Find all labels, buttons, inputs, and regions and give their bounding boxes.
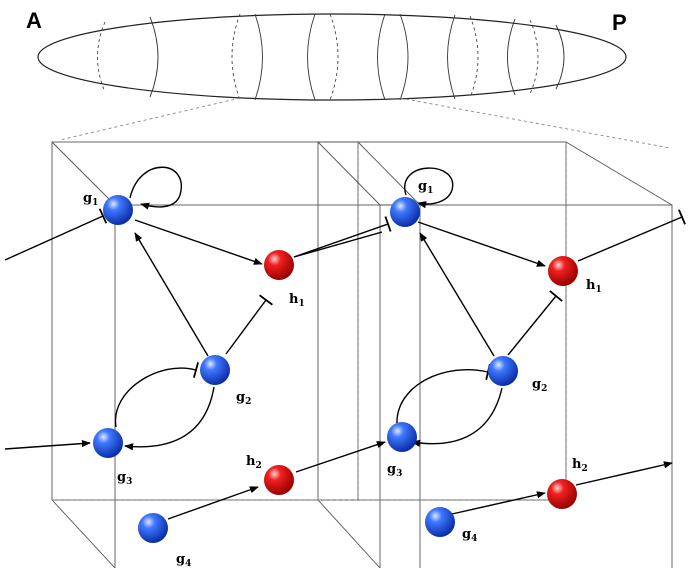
- cell-2-box: [317, 141, 673, 568]
- cell-1-node-g2: [200, 355, 230, 385]
- cell-1-node-g1: [103, 195, 133, 225]
- embryo-ellipse: [37, 13, 627, 101]
- cell-2-edges: [293, 167, 686, 515]
- projection-lines: [59, 97, 671, 149]
- cell-1-label-g3: g3: [117, 470, 132, 487]
- cell-2-node-g1: [390, 197, 420, 227]
- cell-2-label-g1: g1: [418, 179, 433, 196]
- cell-2-node-h1: [548, 256, 578, 286]
- cell-1-label-g2: g2: [236, 390, 251, 407]
- cell-1-node-g4: [138, 513, 168, 543]
- cell-1-node-g3: [93, 428, 123, 458]
- cell-2-label-g2: g2: [532, 377, 547, 394]
- cell-1-label-h1: h1: [289, 292, 305, 309]
- cell-2-labels: g1 h1 g2 g3 h2 g4: [387, 179, 602, 544]
- cell-2-nodes: [387, 197, 578, 537]
- cell-1-label-h2: h2: [246, 454, 262, 471]
- cell-1-nodes: [93, 195, 294, 543]
- cell-1-box: [51, 141, 421, 568]
- cell-1-label-g1: g1: [83, 191, 98, 208]
- cell-2-label-g4: g4: [462, 527, 477, 544]
- cell-1-label-g4: g4: [176, 552, 191, 568]
- cell-2-node-g2: [488, 356, 518, 386]
- cell-2-label-h2: h2: [572, 457, 588, 474]
- cell-2-node-g3: [387, 422, 417, 452]
- cell-1-node-h1: [264, 250, 294, 280]
- cell-2-label-h1: h1: [586, 278, 602, 295]
- cell-1-labels: g1 h1 g2 g3 h2 g4: [83, 191, 305, 568]
- posterior-label: P: [612, 10, 627, 35]
- cell-1-node-h2: [264, 465, 294, 495]
- cell-1-edges: [4, 166, 386, 520]
- cell-2-label-g3: g3: [387, 462, 402, 479]
- anterior-label: A: [26, 8, 42, 33]
- cell-2-node-g4: [425, 507, 455, 537]
- cell-2-node-h2: [547, 479, 577, 509]
